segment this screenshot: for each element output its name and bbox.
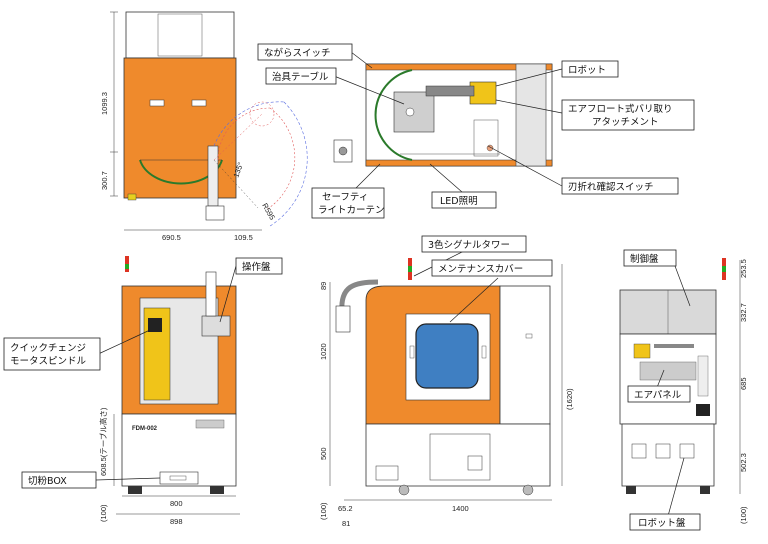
top-left-view: 1099.3 300.7 690.5 109.5 R595 135° xyxy=(100,11,308,242)
dim-1400: 1400 xyxy=(452,504,469,513)
callout-chip-box: 切粉BOX xyxy=(28,475,67,487)
dim-65: 65.2 xyxy=(338,504,353,513)
rear-view: 253.5 332.7 685 502.3 (100) xyxy=(619,258,748,524)
callout-box-robot-panel xyxy=(629,513,701,531)
callout-box-safety xyxy=(311,187,385,219)
dim-r595: R595 xyxy=(260,202,277,222)
callout-led: LED照明 xyxy=(440,196,478,207)
callout-box-spindle xyxy=(3,337,101,371)
dim-608: 608.5(テーブル高さ) xyxy=(98,407,108,476)
callout-box-maintenance xyxy=(431,259,553,277)
dim-502: 502.3 xyxy=(739,453,748,472)
plan-view xyxy=(333,63,553,167)
dim-898: 898 xyxy=(170,517,183,526)
dim-100b: (100) xyxy=(319,502,328,520)
callout-airfloat-line2: アタッチメント xyxy=(592,117,659,128)
dim-1620: (1620) xyxy=(565,388,574,410)
dim-109: 109.5 xyxy=(234,233,253,242)
dim-253: 253.5 xyxy=(739,259,748,278)
callout-spindle-line1: クイックチェンジ xyxy=(10,343,86,354)
callout-spindle-line2: モータスピンドル xyxy=(10,356,87,367)
model-label: FDM-002 xyxy=(132,426,158,432)
callout-robot-panel: ロボット盤 xyxy=(638,517,686,529)
callout-maintenance: メンテナンスカバー xyxy=(438,264,523,275)
dim-1020: 1020 xyxy=(319,343,328,360)
callout-box-airfloat xyxy=(561,99,695,131)
dim-100a: (100) xyxy=(99,504,108,522)
dim-800: 800 xyxy=(170,499,183,508)
callout-blade-check: 刃折れ確認スイッチ xyxy=(568,181,654,193)
leader-lines xyxy=(93,51,691,517)
callout-box-air xyxy=(627,385,691,403)
dim-332: 332.7 xyxy=(739,303,748,322)
callout-nagara-switch: ながらスイッチ xyxy=(264,47,331,59)
callout-jig-table: 治具テーブル xyxy=(272,71,329,83)
dim-100c: (100) xyxy=(739,506,748,524)
dim-500: 500 xyxy=(319,447,328,460)
dim-685: 685 xyxy=(739,377,748,390)
callout-box-robot xyxy=(561,60,619,78)
callout-box-blade xyxy=(561,177,679,195)
dim-81: 81 xyxy=(342,519,350,528)
callout-airfloat-line1: エアフロート式バリ取り xyxy=(568,103,673,115)
callout-robot: ロボット xyxy=(568,65,606,76)
dim-89: 89 xyxy=(319,282,328,290)
callout-box-led xyxy=(431,191,497,209)
callout-op-panel: 操作盤 xyxy=(242,261,271,273)
callout-safety-line2: ライトカーテン xyxy=(318,205,385,216)
dim-690: 690.5 xyxy=(162,233,181,242)
callout-signal-tower: 3色シグナルタワー xyxy=(428,239,510,251)
front-view: FDM-002 800 898 608.5(テーブル高さ) (100) xyxy=(98,256,240,526)
callout-control-panel: 制御盤 xyxy=(630,253,659,265)
callout-air-panel: エアパネル xyxy=(634,390,682,401)
dim-300: 300.7 xyxy=(100,171,109,190)
dim-1099: 1099.3 xyxy=(100,92,109,115)
callout-safety-line1: セーフティ xyxy=(322,192,368,203)
callout-box-control xyxy=(623,249,677,267)
callouts: ながらスイッチ 治具テーブル ロボット エアフロート式バリ取り アタッチメント … xyxy=(3,43,701,531)
callout-box-nagara xyxy=(257,43,353,61)
side-view: 65.2 1400 81 89 1020 500 (100) (1620) xyxy=(319,258,574,528)
callout-box-op xyxy=(235,257,283,275)
callout-box-signal xyxy=(421,235,527,253)
callout-box-jig xyxy=(265,67,337,85)
callout-box-chip xyxy=(21,471,97,489)
